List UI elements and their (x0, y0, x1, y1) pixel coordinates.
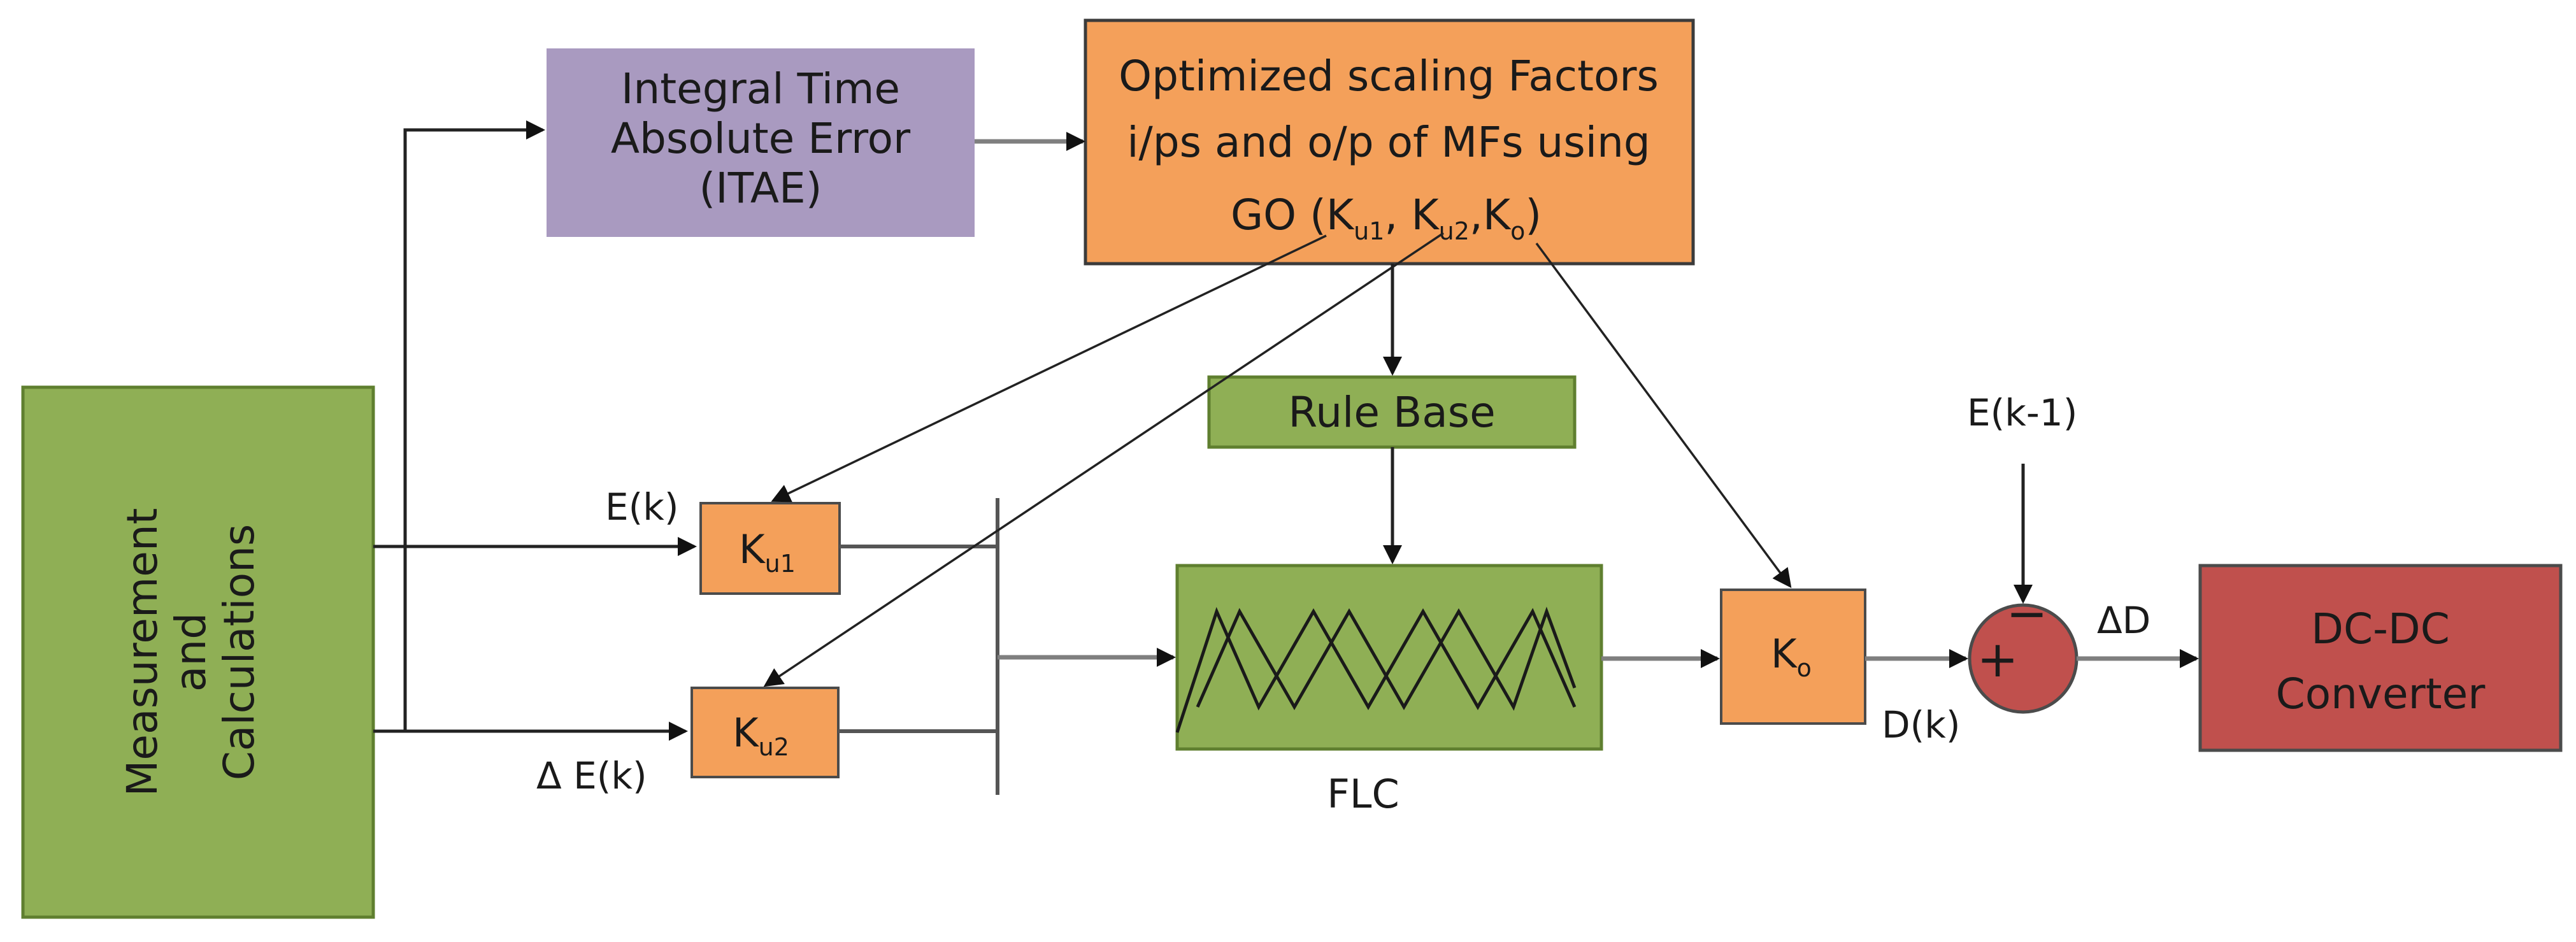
optimizer-line3-prefix: GO (K (1231, 190, 1355, 239)
optimizer-rect (1084, 18, 1695, 266)
summing-junction: + − (1968, 585, 2079, 714)
ko-main: K (1771, 631, 1798, 677)
rule-base-label: Rule Base (1288, 388, 1495, 437)
ku2-block: Ku2 (691, 687, 840, 778)
ku1-sub: u1 (765, 550, 796, 578)
itae-line1: Integral Time (621, 64, 900, 113)
converter-line1: DC-DC (2311, 604, 2450, 653)
rule-base-block: Rule Base (1207, 375, 1577, 449)
optimizer-sep2: ,K (1470, 190, 1512, 239)
itae-rect (547, 48, 975, 237)
label-dk: D(k) (1882, 703, 1961, 746)
optimizer-sub-ko: o (1510, 217, 1525, 245)
wire-measurement-to-itae (403, 120, 545, 731)
ku1-rect (699, 502, 841, 595)
optimizer-block: Optimized scaling Factors i/ps and o/p o… (1084, 18, 1695, 266)
converter-block: DC-DC Converter (2198, 564, 2563, 752)
wire-optimizer-to-ku2 (763, 232, 1444, 687)
label-delta-d: ΔD (2097, 599, 2150, 642)
flc-membership-functions (1175, 607, 1577, 733)
measurement-block: Measurement and Calculations (21, 385, 375, 919)
flc-membership-functions-2 (1196, 606, 1577, 711)
label-delta-ek: Δ E(k) (536, 754, 647, 797)
sum-plus-sign: + (1977, 631, 2018, 689)
optimizer-sub-ku2: u2 (1439, 217, 1470, 245)
rule-base-rect (1207, 375, 1577, 449)
ku2-main: K (733, 710, 759, 756)
measurement-line1: Measurement (118, 508, 167, 796)
ku1-label: Ku1 (739, 526, 796, 578)
ku1-block: Ku1 (699, 502, 841, 595)
flc-label: FLC (1327, 771, 1399, 817)
wire-optimizer-to-ko (1535, 242, 1792, 589)
converter-line2: Converter (2276, 669, 2486, 718)
ku2-rect (691, 687, 840, 778)
wire-optimizer-to-ku1 (771, 234, 1327, 503)
ku2-sub: u2 (759, 733, 789, 761)
flc-block: FLC (1175, 564, 1603, 817)
measurement-line3: Calculations (215, 524, 264, 781)
converter-rect (2198, 564, 2563, 752)
ku1-main: K (739, 526, 766, 573)
optimizer-line2: i/ps and o/p of MFs using (1127, 118, 1650, 167)
itae-line3: (ITAE) (699, 164, 822, 213)
signal-labels: E(k) Δ E(k) E(k-1) D(k) ΔD (536, 391, 2150, 797)
label-ek: E(k) (605, 485, 679, 529)
measurement-rect (21, 385, 375, 919)
optimizer-line1: Optimized scaling Factors (1119, 52, 1659, 101)
ko-block: Ko (1720, 589, 1866, 725)
sum-minus-sign: − (2006, 585, 2047, 643)
ko-sub: o (1797, 654, 1812, 682)
measurement-line2: and (166, 613, 215, 692)
optimizer-line3-suffix: ) (1525, 190, 1542, 239)
optimizer-sub-ku1: u1 (1354, 217, 1384, 245)
itae-line2: Absolute Error (611, 114, 911, 163)
optimizer-line3: GO (Ku1, Ku2,Ko) (1231, 190, 1542, 245)
label-ek-minus-1: E(k-1) (1967, 391, 2077, 434)
wires (373, 120, 2199, 795)
ku2-label: Ku2 (733, 710, 789, 761)
itae-block: Integral Time Absolute Error (ITAE) (547, 48, 975, 237)
flc-rect (1175, 564, 1603, 751)
ko-label: Ko (1771, 631, 1812, 682)
optimizer-sep1: , K (1384, 190, 1440, 239)
